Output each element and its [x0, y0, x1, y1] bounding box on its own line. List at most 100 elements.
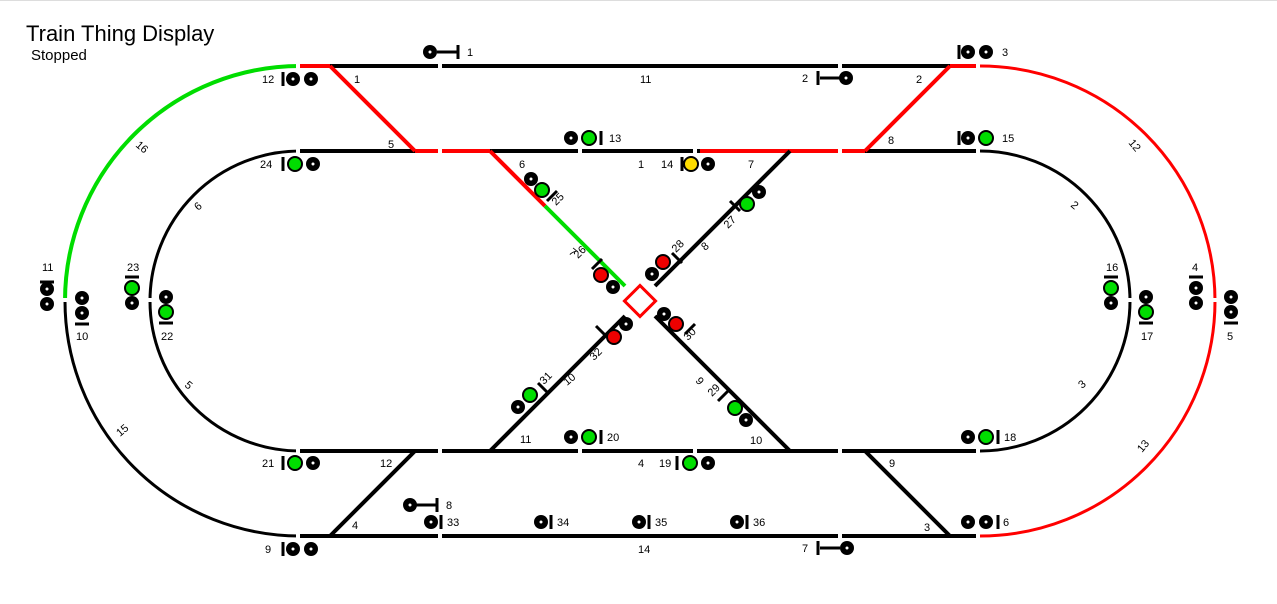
block-label: 15: [114, 422, 131, 439]
switch-label: 11: [520, 434, 531, 446]
block-label: 11: [640, 74, 651, 86]
signal-label: 34: [557, 517, 569, 529]
signal-label: 35: [655, 517, 667, 529]
signal-10[interactable]: 10: [75, 291, 89, 343]
signal-label: 23: [127, 262, 139, 274]
switch-label: 10: [561, 371, 578, 388]
signal-17[interactable]: 17: [1138, 290, 1154, 343]
block-5-track[interactable]: [148, 300, 301, 453]
block-label: 6: [192, 200, 204, 213]
block-16-track[interactable]: [63, 64, 301, 302]
crossover-12-4[interactable]: [328, 449, 417, 538]
switch-label: 10: [750, 435, 762, 447]
signal-13[interactable]: 13: [564, 130, 621, 146]
switch-label: 12: [380, 458, 392, 470]
signal-12[interactable]: 12: [262, 72, 318, 86]
signal-7[interactable]: 7: [802, 541, 854, 555]
signal-label: 25: [550, 191, 567, 208]
signal-9[interactable]: 9: [265, 542, 318, 556]
block-12-track[interactable]: [979, 64, 1217, 302]
diagonal-8-track[interactable]: [653, 149, 792, 288]
signal-26[interactable]: 26: [572, 244, 620, 294]
switch-label: 9: [693, 375, 706, 387]
signal-30[interactable]: 30: [657, 307, 699, 343]
block-labels: 11 1 4 14 6 5 2 3 16 15 12 13: [114, 74, 1152, 556]
block-label: 12: [1126, 137, 1143, 154]
diamond-crossing[interactable]: [622, 283, 658, 319]
signal-11[interactable]: 11: [40, 262, 54, 311]
signal-34[interactable]: 34: [534, 515, 569, 529]
signal-19[interactable]: 19: [659, 455, 715, 471]
signal-32[interactable]: 32: [588, 317, 633, 363]
signal-label: 12: [262, 74, 274, 86]
signal-15[interactable]: 15: [957, 130, 1014, 146]
signal-label: 3: [1002, 47, 1008, 59]
signal-24[interactable]: 24: [260, 156, 320, 172]
signal-label: 6: [1003, 517, 1009, 529]
block-3-track[interactable]: [979, 300, 1132, 453]
diagonal-10-track[interactable]: [488, 314, 627, 453]
signal-14[interactable]: 14: [661, 156, 715, 172]
signal-4[interactable]: 4: [1189, 262, 1203, 310]
signal-3[interactable]: 3: [957, 45, 1008, 59]
switch-label: 5: [388, 139, 394, 151]
track-gaps: [55, 56, 1225, 546]
signal-label: 13: [609, 133, 621, 145]
signal-6[interactable]: 6: [961, 515, 1009, 529]
signal-8[interactable]: 8: [403, 498, 452, 512]
signal-31[interactable]: 31: [511, 370, 555, 414]
diagonal-6-track-red[interactable]: [488, 149, 547, 208]
signal-label: 16: [1106, 262, 1118, 274]
signal-35[interactable]: 35: [632, 515, 667, 529]
diagonal-7-track-green[interactable]: [543, 204, 627, 288]
diagonal-9-track[interactable]: [653, 314, 792, 453]
block-label: 3: [1076, 378, 1088, 391]
block-label: 4: [638, 458, 644, 470]
signal-label: 14: [661, 159, 673, 171]
signal-33[interactable]: 33: [424, 515, 459, 529]
switch-label: 1: [354, 74, 360, 86]
block-label: 13: [1135, 438, 1152, 455]
crossover-1-5[interactable]: [328, 64, 417, 153]
signal-20[interactable]: 20: [564, 429, 619, 445]
switch-label: 3: [924, 522, 930, 534]
crossover-9-3[interactable]: [863, 449, 952, 538]
signal-1[interactable]: 1: [423, 45, 473, 59]
signal-21[interactable]: 21: [262, 455, 320, 471]
block-6-track[interactable]: [148, 149, 301, 302]
signal-label: 7: [802, 543, 808, 555]
signal-27[interactable]: 27: [722, 185, 766, 231]
signal-18[interactable]: 18: [961, 429, 1016, 445]
switch-label: 2: [916, 74, 922, 86]
signal-label: 1: [467, 47, 473, 59]
signal-2[interactable]: 2: [802, 71, 853, 85]
block-label: 2: [1068, 199, 1080, 212]
signal-label: 30: [682, 326, 699, 343]
signal-label: 4: [1192, 262, 1198, 274]
signal-label: 29: [706, 382, 723, 399]
signal-22[interactable]: 22: [158, 290, 174, 343]
signal-36[interactable]: 36: [730, 515, 765, 529]
signal-label: 15: [1002, 133, 1014, 145]
switch-label: 7: [748, 159, 754, 171]
block-15-track[interactable]: [63, 300, 301, 538]
signal-23[interactable]: 23: [124, 262, 140, 310]
signal-label: 19: [659, 458, 671, 470]
block-13-track[interactable]: [979, 300, 1217, 538]
signal-label: 11: [42, 262, 53, 274]
switch-label: 8: [699, 240, 711, 253]
crossover-2-8[interactable]: [863, 64, 952, 153]
signal-label: 36: [753, 517, 765, 529]
block-label: 16: [133, 139, 150, 156]
signal-label: 24: [260, 159, 272, 171]
signal-label: 33: [447, 517, 459, 529]
signal-label: 10: [76, 331, 88, 343]
signal-label: 9: [265, 544, 271, 556]
block-label: 5: [182, 379, 194, 392]
block-2-track[interactable]: [979, 149, 1132, 302]
signal-5[interactable]: 5: [1224, 290, 1238, 343]
page-title: Train Thing Display: [26, 21, 215, 46]
signal-16[interactable]: 16: [1103, 262, 1119, 310]
signal-28[interactable]: 28: [645, 238, 687, 281]
signals: 1 2 3 12: [40, 45, 1238, 556]
